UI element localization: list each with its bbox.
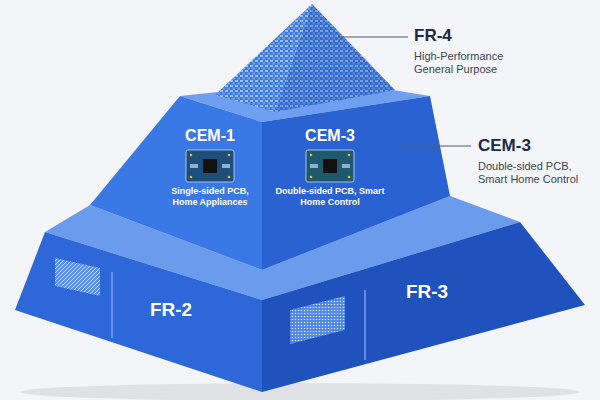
pyramid-face: FR-2 (126, 298, 216, 322)
tier-heading: FR-3 (382, 280, 472, 304)
divider-line (111, 272, 112, 338)
tier-description: Single-sided PCB, Home Appliances (160, 186, 260, 208)
ground-shadow (20, 383, 580, 400)
laminate-texture (55, 258, 100, 296)
tier-heading: FR-2 (126, 298, 216, 322)
pyramid-face: FR-3 (382, 280, 472, 304)
callout-text: High-Performance General Purpose (414, 50, 534, 76)
pyramid-face: CEM-1Single-sided PCB, Home Appliances (160, 126, 260, 208)
leader-line (398, 146, 471, 147)
pcb-board (186, 150, 234, 182)
laminate-texture (290, 296, 345, 344)
tier-heading: CEM-3 (268, 126, 392, 146)
top-pyramid-right-face (275, 4, 395, 112)
pyramid-face: CEM-3Double-sided PCB, Smart Home Contro… (268, 126, 392, 208)
divider-line (364, 290, 365, 360)
callout-heading: CEM-3 (478, 136, 588, 156)
tier-heading: CEM-1 (160, 126, 260, 146)
callout-heading: FR-4 (414, 26, 584, 46)
leader-line (338, 37, 408, 38)
tier-description: Double-sided PCB, Smart Home Control (268, 186, 392, 208)
middle-tier-left-face (90, 96, 262, 270)
middle-tier-right-face (262, 96, 450, 270)
pcb-board (306, 150, 354, 182)
callout-text: Double-sided PCB, Smart Home Control (478, 160, 596, 186)
bottom-tier-left-face (15, 232, 262, 392)
face-shade (275, 4, 395, 112)
